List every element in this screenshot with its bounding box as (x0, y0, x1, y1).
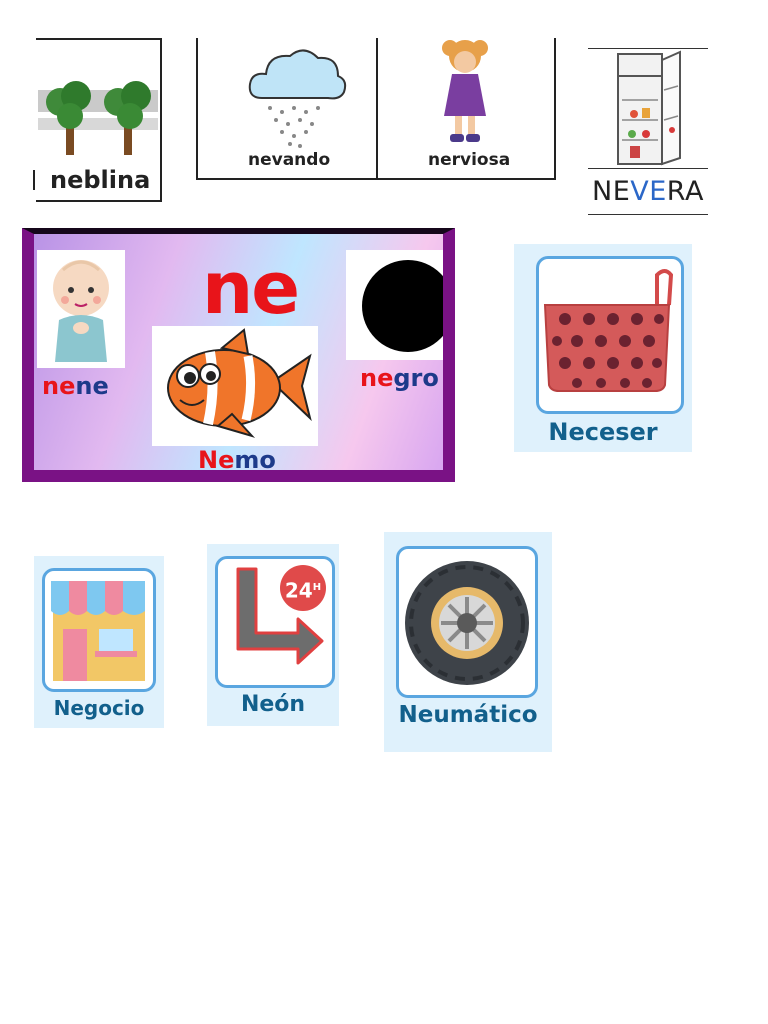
baby-illustration (53, 260, 109, 362)
black-circle-box (346, 250, 443, 360)
label-nemo: Nemo (198, 446, 276, 474)
edge-mark (33, 170, 35, 190)
black-circle-shape (362, 260, 443, 352)
card-negocio: Negocio (34, 556, 164, 728)
word-nerviosa: nerviosa (428, 150, 511, 170)
label-nemo-part2: mo (234, 446, 276, 474)
divider-middle (376, 38, 378, 178)
tire-icon (405, 561, 529, 685)
word-neumatico: Neumático (398, 702, 538, 728)
neon-arrow-sign-icon (236, 567, 324, 665)
label-nene-part1: ne (42, 372, 76, 400)
word-nevera-part2: VE (630, 176, 667, 207)
word-neceser: Neceser (548, 418, 658, 446)
rule-top (588, 48, 708, 49)
label-nemo-part1: Ne (198, 446, 235, 474)
label-negro-part2: gro (393, 364, 439, 392)
syllable-banner: ne (22, 228, 455, 482)
word-nevando: nevando (248, 150, 331, 170)
label-nene-part2: ne (75, 372, 109, 400)
neceser-frame (536, 256, 684, 414)
card-nevera: NEVERA (588, 48, 708, 216)
label-negro-part1: ne (360, 364, 394, 392)
nervous-girl-illustration (442, 40, 488, 142)
neon-badge-number: 24 (284, 578, 313, 603)
baby-image-box (37, 250, 125, 368)
neumatico-frame (396, 546, 538, 698)
rule-middle (588, 168, 708, 169)
snow-cloud-illustration (248, 49, 347, 148)
neon-badge: 24H (280, 565, 326, 611)
toiletry-bag-icon (543, 269, 674, 392)
card-neceser: Neceser (514, 244, 692, 452)
label-nene: nene (42, 372, 109, 400)
word-negocio: Negocio (53, 696, 145, 720)
rule-bottom (588, 214, 708, 215)
card-neblina: neblina (36, 38, 162, 202)
fridge-illustration (617, 50, 681, 166)
clownfish-illustration (167, 328, 312, 438)
neon-badge-unit: H (312, 582, 322, 593)
fish-image-box (152, 326, 318, 446)
card-neon: 24H Neón (207, 544, 339, 726)
label-negro: negro (360, 364, 439, 392)
word-nevera-part3: RA (666, 176, 704, 207)
negocio-frame (42, 568, 156, 692)
card-strip-nevando-nerviosa: nevando nerviosa (196, 38, 556, 180)
word-nevera-part1: NE (592, 176, 631, 207)
word-neblina: neblina (50, 166, 151, 194)
trees-fog-illustration (38, 81, 158, 155)
word-nevera: NEVERA (592, 176, 704, 207)
neon-frame: 24H (215, 556, 335, 688)
word-neon: Neón (240, 692, 306, 717)
shop-icon (51, 581, 145, 681)
divider-left (196, 38, 198, 178)
syllable-title: ne (202, 246, 300, 330)
divider-right (554, 38, 556, 178)
card-neumatico: Neumático (384, 532, 552, 752)
